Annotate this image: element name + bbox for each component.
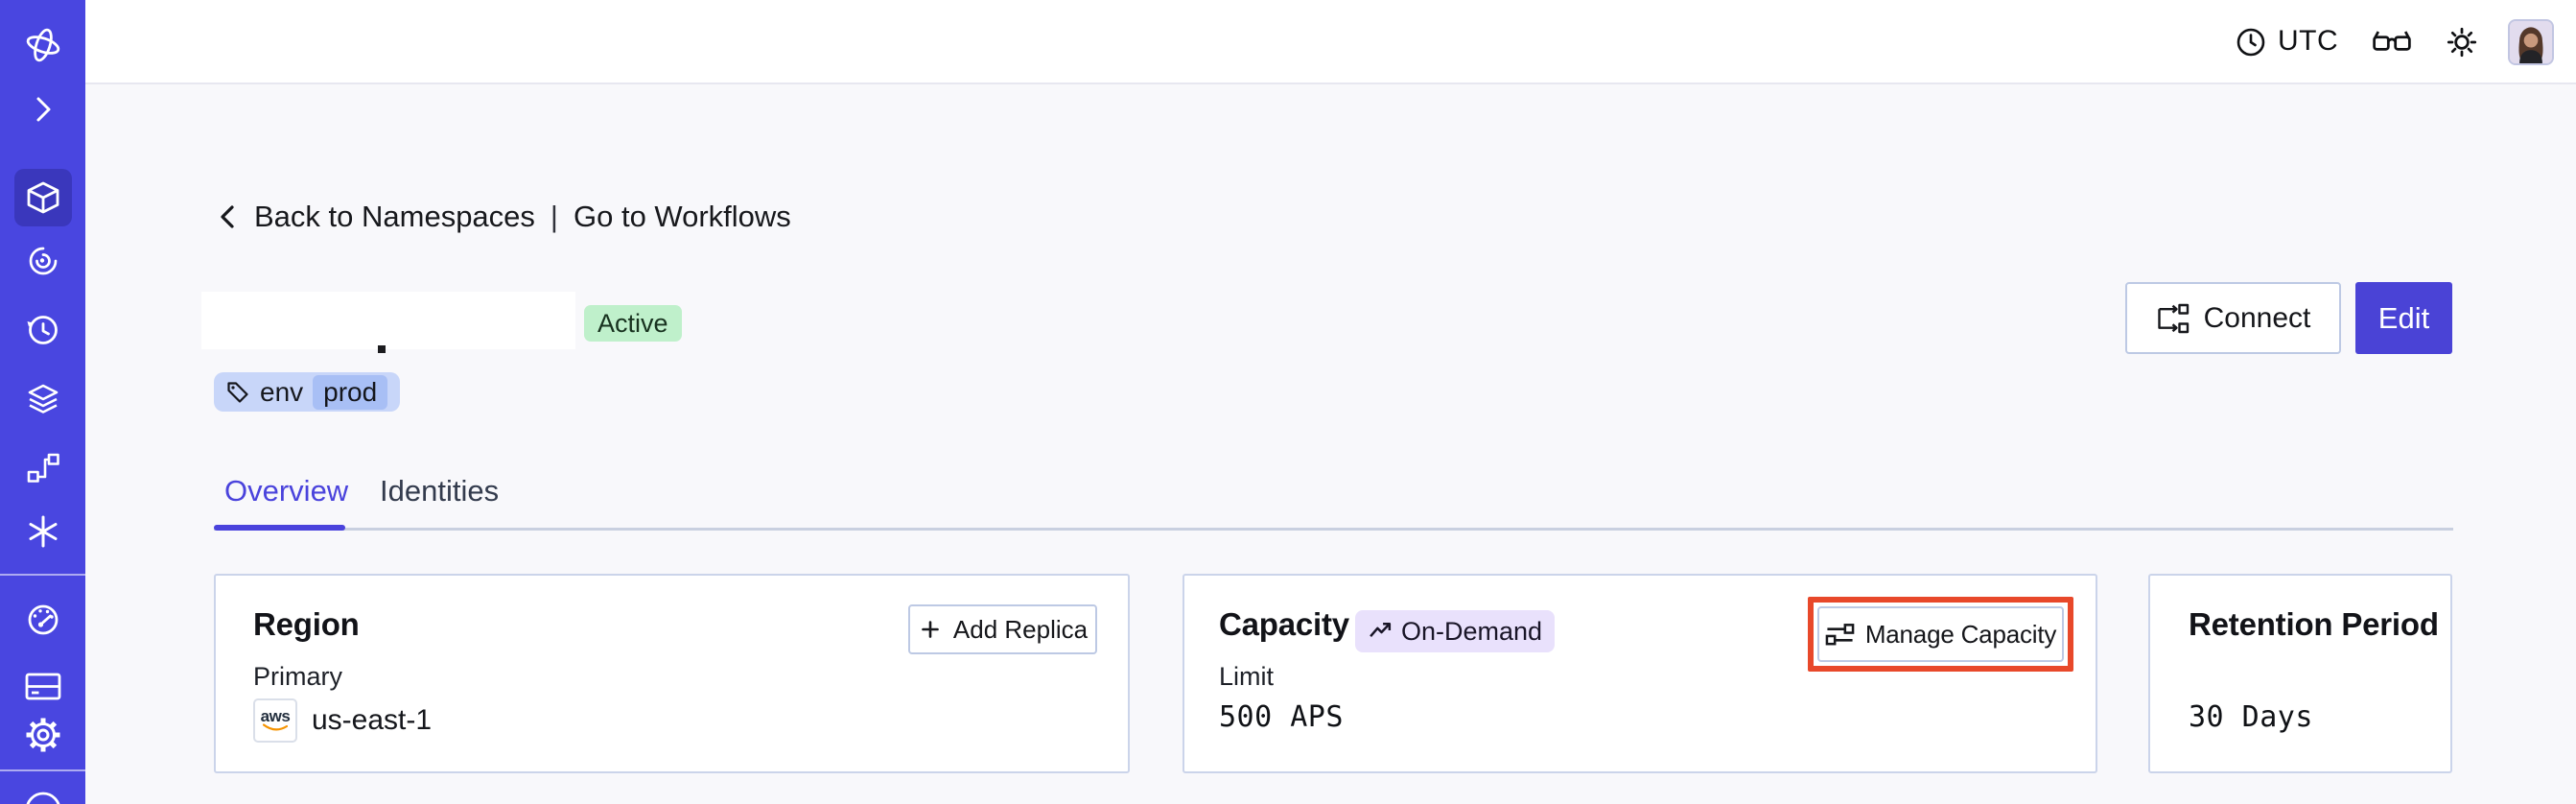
connect-button-label: Connect bbox=[2203, 301, 2311, 334]
aws-logo: aws bbox=[253, 698, 297, 743]
namespace-tag-chip[interactable]: env prod bbox=[214, 372, 401, 412]
manage-capacity-label: Manage Capacity bbox=[1864, 619, 2057, 649]
avatar-photo bbox=[2510, 21, 2552, 63]
tag-icon bbox=[227, 381, 248, 403]
branch-icon bbox=[27, 453, 59, 483]
capacity-value: 500 APS bbox=[1219, 700, 1344, 734]
timezone-label[interactable]: UTC bbox=[2278, 25, 2339, 57]
breadcrumb-separator: | bbox=[550, 200, 558, 233]
aws-smile-icon bbox=[263, 723, 288, 731]
sidebar-item-nexus[interactable] bbox=[22, 510, 64, 553]
sidebar-item-namespaces[interactable] bbox=[22, 177, 64, 219]
sidebar-item-settings[interactable] bbox=[22, 714, 64, 756]
back-to-namespaces-link[interactable]: Back to Namespaces bbox=[254, 200, 535, 233]
theme-sun-icon[interactable] bbox=[2444, 24, 2480, 60]
connect-flow-icon bbox=[2157, 303, 2189, 333]
tabs-bottom-border bbox=[214, 528, 2453, 531]
gauge-icon bbox=[28, 604, 59, 635]
sliders-icon bbox=[1825, 623, 1855, 645]
trending-up-icon bbox=[1370, 622, 1392, 637]
status-badge-label: Active bbox=[597, 308, 668, 338]
connect-button[interactable]: Connect bbox=[2125, 282, 2341, 354]
sidebar-expand-button[interactable] bbox=[22, 88, 64, 130]
chevron-right-icon bbox=[36, 97, 51, 122]
primary-label: Primary bbox=[253, 662, 342, 691]
manage-capacity-highlight: Manage Capacity bbox=[1808, 597, 2073, 672]
sidebar-divider-bottom bbox=[0, 769, 85, 771]
credit-card-icon bbox=[25, 673, 61, 700]
sidebar-divider bbox=[0, 574, 85, 576]
manage-capacity-button[interactable]: Manage Capacity bbox=[1817, 606, 2064, 662]
clock-icon[interactable] bbox=[2235, 26, 2267, 59]
chevron-left-icon[interactable] bbox=[216, 202, 241, 231]
aws-logo-text: aws bbox=[260, 707, 291, 725]
on-demand-badge-label: On-Demand bbox=[1401, 616, 1543, 646]
retention-value: 30 Days bbox=[2189, 700, 2313, 734]
retention-card: Retention Period 30 Days bbox=[2148, 574, 2452, 773]
tag-value: prod bbox=[313, 374, 388, 410]
sidebar-item-billing[interactable] bbox=[22, 665, 64, 707]
sidebar-item-account[interactable] bbox=[22, 783, 64, 804]
region-card: Region Add Replica Primary aws us-east-1 bbox=[214, 574, 1130, 773]
sidebar-item-usage[interactable] bbox=[22, 599, 64, 641]
add-replica-label: Add Replica bbox=[952, 614, 1089, 644]
active-tab-underline bbox=[214, 525, 345, 531]
user-avatar[interactable] bbox=[2508, 19, 2554, 65]
labs-glasses-icon[interactable] bbox=[2372, 26, 2412, 59]
sidebar-item-deployments[interactable] bbox=[22, 378, 64, 420]
sidebar-item-schedules[interactable] bbox=[22, 309, 64, 351]
tab-overview[interactable]: Overview bbox=[224, 474, 349, 508]
limit-label: Limit bbox=[1219, 662, 1275, 691]
temporal-logo-icon[interactable] bbox=[22, 24, 64, 66]
edit-button-label: Edit bbox=[2377, 300, 2430, 335]
primary-region-row: aws us-east-1 bbox=[253, 698, 432, 743]
tag-key: env bbox=[260, 376, 304, 407]
plus-icon bbox=[922, 621, 939, 638]
clock-history-icon bbox=[27, 316, 58, 344]
layers-icon bbox=[28, 384, 59, 414]
status-badge: Active bbox=[584, 305, 682, 342]
topbar: UTC bbox=[85, 0, 2576, 84]
region-card-title: Region bbox=[253, 606, 360, 642]
breadcrumb: Back to Namespaces | Go to Workflows bbox=[216, 198, 791, 236]
capacity-card-title: Capacity bbox=[1219, 606, 1349, 642]
gear-icon bbox=[26, 718, 60, 752]
go-to-workflows-link[interactable]: Go to Workflows bbox=[573, 200, 791, 233]
sidebar-item-workflows[interactable] bbox=[22, 240, 64, 282]
asterisk-icon bbox=[29, 515, 58, 548]
sidebar-item-pipelines[interactable] bbox=[22, 447, 64, 489]
tab-identities[interactable]: Identities bbox=[380, 474, 500, 508]
namespace-title-dot bbox=[378, 345, 386, 353]
retention-card-title: Retention Period bbox=[2189, 606, 2439, 642]
add-replica-button[interactable]: Add Replica bbox=[908, 604, 1097, 654]
account-circle-icon bbox=[26, 792, 60, 804]
capacity-card: Capacity On-Demand Manage Capacity Limit… bbox=[1183, 574, 2097, 773]
spiral-icon bbox=[29, 247, 58, 275]
region-value: us-east-1 bbox=[312, 704, 433, 736]
cube-icon bbox=[27, 181, 59, 214]
on-demand-badge: On-Demand bbox=[1355, 610, 1556, 652]
namespace-title-redacted bbox=[201, 292, 575, 349]
sidebar bbox=[0, 0, 85, 804]
edit-button[interactable]: Edit bbox=[2355, 282, 2452, 354]
